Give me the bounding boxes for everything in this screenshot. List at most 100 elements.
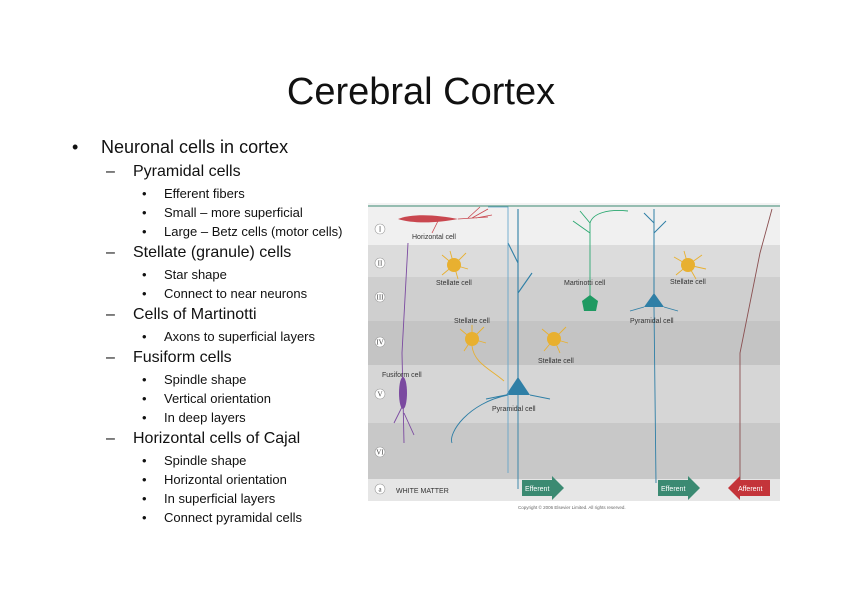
label-fusiform-cell: Fusiform cell	[382, 372, 422, 379]
list-item: • Star shape	[72, 265, 372, 284]
connecting-fiber	[488, 206, 509, 473]
sub-heading-horizontal: – Horizontal cells of Cajal	[72, 427, 372, 451]
sub-heading-martinotti: – Cells of Martinotti	[72, 303, 372, 327]
arrow-shape	[522, 476, 564, 500]
bullet-marker: •	[142, 453, 147, 468]
stellate-cell-right: Stellate cell	[670, 250, 706, 286]
list-item-text: Efferent fibers	[164, 186, 245, 201]
bullet-list: • Neuronal cells in cortex – Pyramidal c…	[72, 134, 372, 527]
numeral-circle	[374, 223, 386, 235]
list-item-text: Star shape	[164, 267, 227, 282]
list-item-text: Small – more superficial	[164, 205, 303, 220]
dash-marker: –	[106, 306, 115, 323]
list-item: •Efferent fibers	[72, 184, 372, 203]
dash-marker: –	[106, 349, 115, 366]
list-item: • In superficial layers	[72, 489, 372, 508]
pyramidal-axon	[451, 394, 551, 489]
sub-heading-fusiform: – Fusiform cells	[72, 346, 372, 370]
list-item: •Large – Betz cells (motor cells)	[72, 222, 372, 241]
label-martinotti-cell: Martinotti cell	[564, 280, 606, 287]
label-pyramidal-upper: Pyramidal cell	[630, 318, 674, 325]
layer-band-vi	[368, 423, 780, 479]
arrow-shape	[658, 476, 700, 500]
numeral-circle	[374, 483, 386, 495]
stellate-dendrites	[459, 325, 505, 382]
label-stellate-right: Stellate cell	[670, 279, 706, 286]
dash-marker: –	[106, 163, 115, 180]
layer-band-i	[368, 205, 780, 245]
list-item-text: In superficial layers	[164, 491, 276, 506]
pyramidal-apical-dendrite	[643, 209, 667, 299]
stellate-cell-left: Stellate cell	[436, 250, 472, 287]
pyramidal-axon	[629, 306, 679, 484]
sub-heading-text: Fusiform cells	[133, 349, 232, 366]
layer-label-vi: VI	[376, 449, 384, 457]
layer-band-ii	[368, 245, 780, 277]
pyramidal-apical-dendrite	[507, 209, 533, 383]
layer-label-iii: III	[377, 294, 385, 302]
bullet-marker: •	[142, 267, 147, 282]
main-bullet: • Neuronal cells in cortex	[72, 134, 372, 160]
bullet-marker: •	[72, 137, 79, 157]
list-item-text: Spindle shape	[164, 372, 247, 387]
list-item-text: Spindle shape	[164, 453, 247, 468]
bullet-marker: •	[142, 410, 147, 425]
bullet-marker: •	[142, 286, 147, 301]
sub-heading-text: Stellate (granule) cells	[133, 244, 292, 261]
slide-title: Cerebral Cortex	[286, 71, 556, 113]
horizontal-cell-processes	[431, 206, 493, 234]
layer-label-i: I	[379, 226, 382, 234]
fusiform-cell-body	[399, 377, 407, 409]
arrow-label: Efferent	[661, 486, 685, 493]
list-item: • Spindle shape	[72, 370, 372, 389]
label-horizontal-cell: Horizontal cell	[412, 234, 456, 241]
main-bullet-text: Neuronal cells in cortex	[101, 137, 289, 157]
bullet-marker: •	[142, 491, 147, 506]
list-item-text: In deep layers	[164, 410, 246, 425]
layer-band-iii	[368, 277, 780, 321]
list-item-text: Axons to superficial layers	[164, 329, 316, 344]
stellate-cell-center: Stellate cell	[538, 326, 574, 365]
numeral-circle	[374, 291, 386, 303]
efferent-arrow-1: Efferent	[522, 476, 564, 500]
sub-heading-text: Horizontal cells of Cajal	[133, 430, 301, 447]
numeral-circle	[374, 257, 386, 269]
cortex-diagram-svg: I II III IV V VI a Horizontal cell	[368, 203, 780, 515]
bullet-marker: •	[142, 205, 147, 220]
label-pyramidal-lower: Pyramidal cell	[492, 406, 536, 413]
list-item: • Small – more superficial	[72, 203, 372, 222]
list-item-text: Vertical orientation	[164, 391, 271, 406]
bullet-marker: •	[142, 372, 147, 387]
list-item: • Vertical orientation	[72, 389, 372, 408]
list-item-text: Connect pyramidal cells	[164, 510, 303, 525]
list-item-text: Connect to near neurons	[164, 286, 308, 301]
martinotti-cell: Martinotti cell	[564, 210, 629, 311]
layer-numerals: I II III IV V VI a	[374, 223, 386, 495]
list-item: • Connect to near neurons	[72, 284, 372, 303]
pyramidal-cell-body	[506, 377, 530, 395]
list-item-text: Horizontal orientation	[164, 472, 287, 487]
label-stellate-mid: Stellate cell	[454, 318, 490, 325]
sub-heading-pyramidal: – Pyramidal cells	[72, 160, 372, 184]
label-stellate-left: Stellate cell	[436, 280, 472, 287]
cortex-layers-figure: I II III IV V VI a Horizontal cell	[368, 203, 780, 515]
bullet-marker: •	[142, 391, 147, 406]
horizontal-cell: Horizontal cell	[398, 206, 493, 241]
white-matter-label: WHITE MATTER	[396, 488, 449, 495]
pyramidal-cell-body	[644, 293, 664, 307]
arrow-label: Afferent	[738, 486, 762, 493]
list-item: • In deep layers	[72, 408, 372, 427]
dash-marker: –	[106, 244, 115, 261]
pyramidal-cell-upper: Pyramidal cell	[629, 209, 679, 484]
dash-marker: –	[106, 430, 115, 447]
layer-band-v	[368, 365, 780, 423]
stellate-dendrites	[541, 326, 569, 354]
sub-heading-stellate: – Stellate (granule) cells	[72, 241, 372, 265]
stellate-cell-mid: Stellate cell	[454, 318, 505, 382]
arrow-label: Efferent	[525, 486, 549, 493]
layer-label-v: V	[377, 391, 382, 399]
layer-label-ii: II	[378, 260, 383, 268]
martinotti-axon	[572, 210, 629, 303]
bullet-marker: •	[142, 224, 147, 239]
